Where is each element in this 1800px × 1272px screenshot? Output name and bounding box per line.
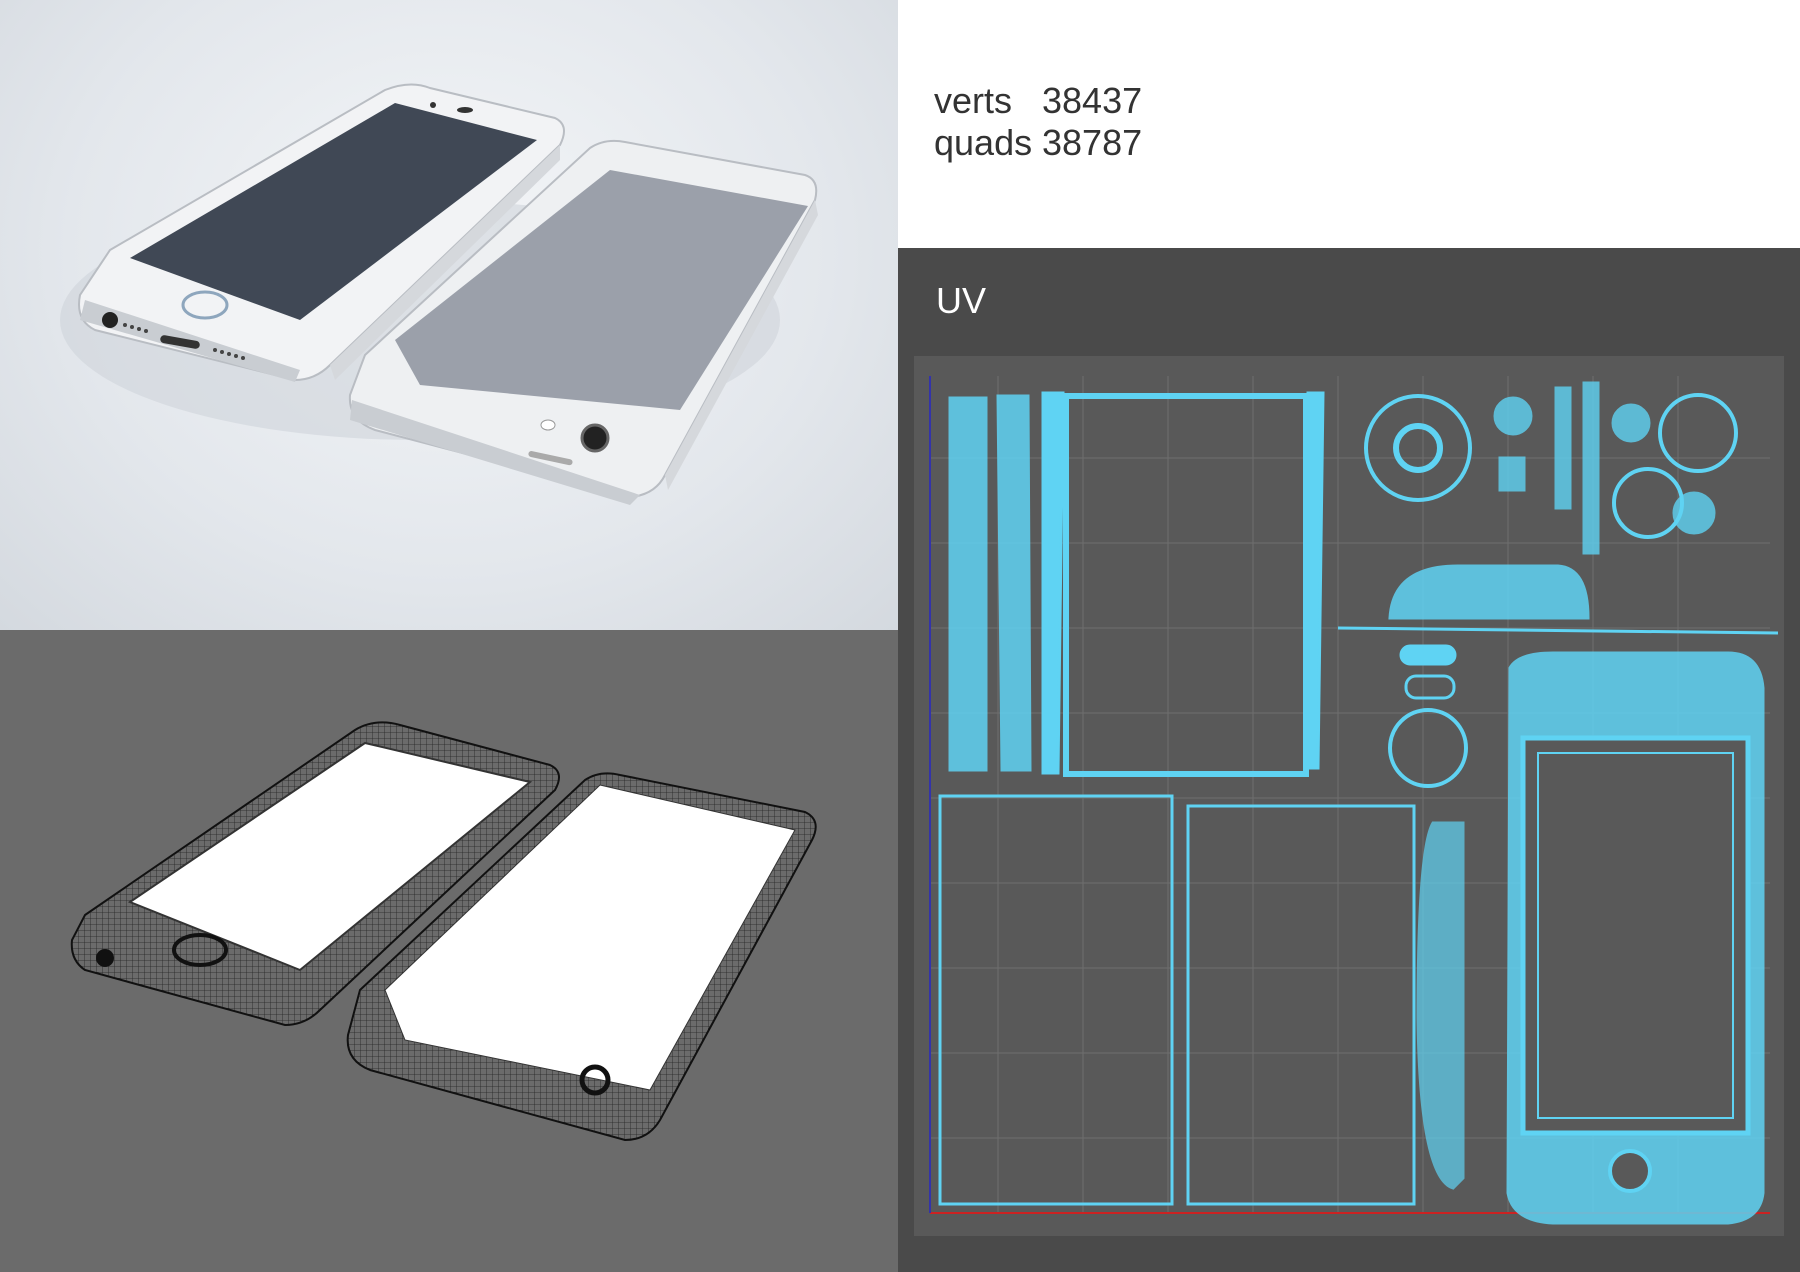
verts-value: 38437 bbox=[1042, 80, 1143, 121]
phone-back-wireframe bbox=[346, 772, 817, 1142]
verts-label: verts bbox=[934, 80, 1013, 121]
quads-label: quads bbox=[934, 122, 1033, 163]
phone-back-render bbox=[348, 139, 818, 505]
render-preview bbox=[0, 0, 898, 630]
quads-row: quads 38787 bbox=[934, 122, 1142, 164]
phone-front-render bbox=[78, 83, 565, 382]
uv-layout: UV bbox=[898, 248, 1800, 1272]
uv-islands bbox=[938, 381, 1779, 1225]
verts-row: verts 38437 bbox=[934, 80, 1142, 122]
wireframe-preview bbox=[0, 630, 898, 1272]
quads-value: 38787 bbox=[1042, 122, 1143, 163]
uv-title: UV bbox=[936, 280, 987, 321]
stats-list: verts 38437 quads 38787 bbox=[934, 80, 1142, 164]
phone-front-wireframe bbox=[70, 721, 560, 1027]
mesh-stats: verts 38437 quads 38787 bbox=[898, 0, 1800, 248]
